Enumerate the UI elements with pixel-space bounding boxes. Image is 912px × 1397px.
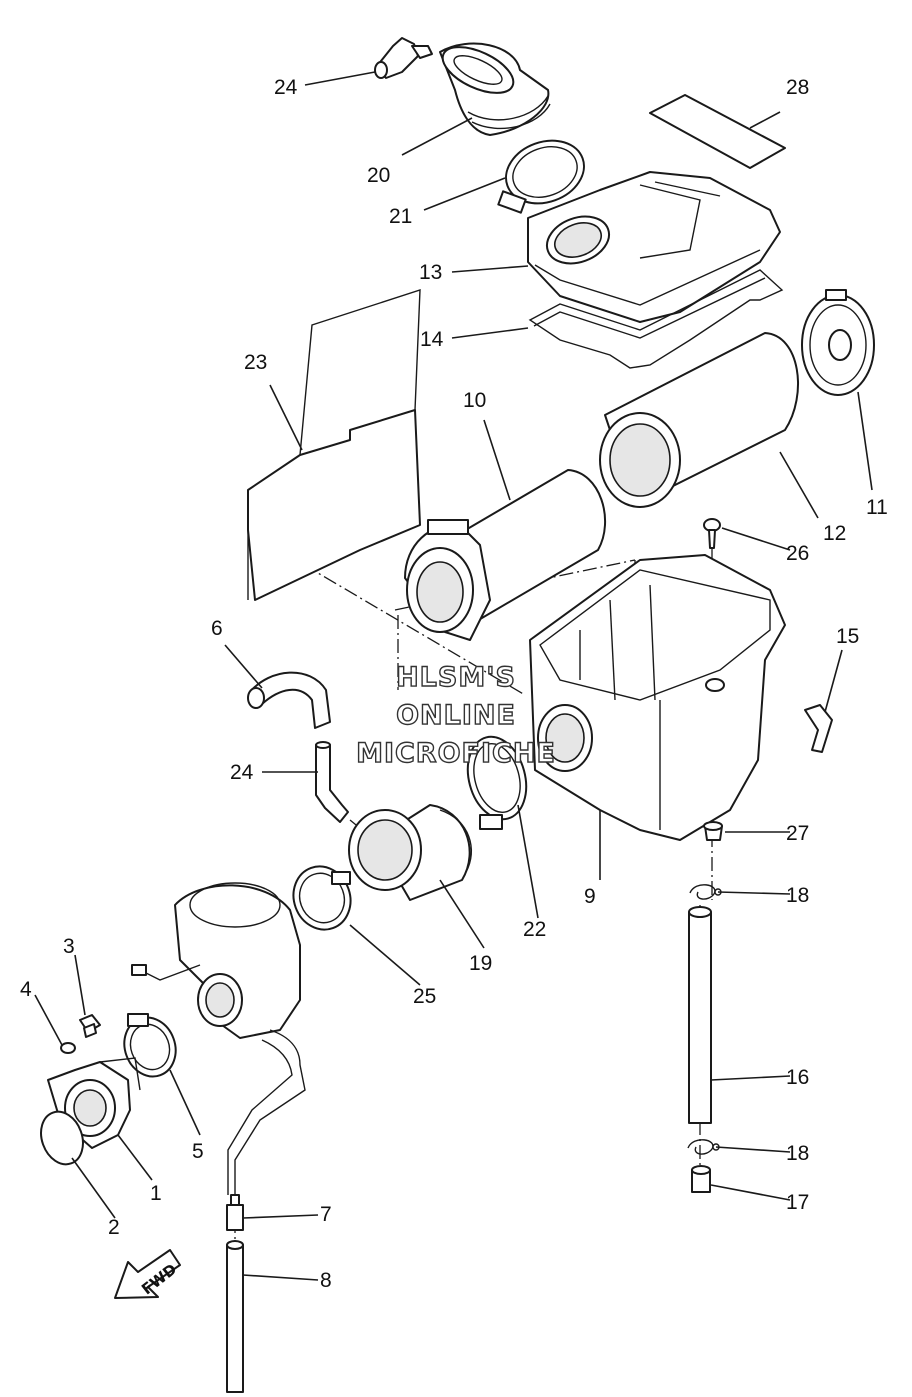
callout-20: 20 [367, 164, 390, 187]
part-11-end-cap [801, 289, 875, 396]
part-6-breather-hose [247, 671, 331, 729]
part-24-lower-elbow-hose [315, 741, 349, 823]
forward-direction-arrow: FWD [114, 1249, 181, 1299]
callout-17: 17 [786, 1191, 809, 1214]
callout-24-lower: 24 [230, 761, 254, 784]
part-27-drain-bolt [703, 821, 723, 841]
callout-3: 3 [63, 935, 75, 958]
part-3-screw [79, 1014, 101, 1038]
callout-15: 15 [836, 625, 859, 648]
callout-16: 16 [786, 1066, 809, 1089]
part-10-inner-filter-element [404, 469, 607, 641]
callout-24-top: 24 [274, 76, 298, 99]
part-28-label [649, 94, 786, 169]
callout-2: 2 [108, 1216, 120, 1239]
callout-7: 7 [320, 1203, 332, 1226]
callout-14: 14 [420, 328, 444, 351]
part-15-clip [804, 704, 833, 753]
callout-11: 11 [866, 496, 888, 519]
part-25-clamp [292, 865, 352, 931]
callout-12: 12 [823, 522, 846, 545]
part-16-drain-hose [688, 906, 712, 1124]
callout-19: 19 [469, 952, 492, 975]
part-20-intake-duct [439, 42, 551, 136]
part-22-clamp [466, 735, 528, 830]
part-21-clamp [497, 139, 585, 214]
callout-25: 25 [413, 985, 436, 1008]
part-5-clamp [123, 1013, 177, 1078]
callout-1: 1 [150, 1182, 162, 1205]
callout-4: 4 [20, 978, 32, 1001]
callout-18-lower: 18 [786, 1142, 809, 1165]
callout-9: 9 [584, 885, 596, 908]
part-8-drain-hose [226, 1240, 244, 1393]
callout-28: 28 [786, 76, 809, 99]
part-12-outer-filter-element [599, 332, 799, 508]
callout-5: 5 [192, 1140, 204, 1163]
callout-26: 26 [786, 542, 809, 565]
callout-10: 10 [463, 389, 486, 412]
part-13-airbox-cover [527, 171, 781, 323]
watermark-line-1: HLSM'S [396, 662, 516, 693]
callout-numbers: 24 28 20 21 13 14 23 10 11 12 26 15 6 24… [20, 76, 888, 1292]
part-9-airbox-case [529, 554, 786, 841]
part-2-o-ring [40, 1110, 84, 1166]
callout-22: 22 [523, 918, 546, 941]
part-17-drain-plug [691, 1165, 711, 1193]
part-24-upper-elbow-hose [374, 37, 433, 79]
part-19-carburetor-joint [348, 804, 473, 901]
part-18-lower-hose-clip [687, 1139, 720, 1155]
part-7-hose-joint [226, 1194, 244, 1231]
part-23-shield [247, 289, 421, 601]
callout-23: 23 [244, 351, 267, 374]
callout-8: 8 [320, 1269, 332, 1292]
part-14-gasket [528, 269, 784, 369]
part-18-upper-hose-clip [689, 884, 722, 900]
watermark-line-3: MICROFICHE [356, 738, 556, 769]
callout-18-upper: 18 [786, 884, 809, 907]
watermark: HLSM'S ONLINE MICROFICHE [355, 661, 556, 769]
callout-13: 13 [419, 261, 442, 284]
part-26-screw [703, 518, 721, 549]
callout-27: 27 [786, 822, 809, 845]
part-4-washer [60, 1042, 76, 1054]
leader-lines [34, 71, 873, 1281]
callout-21: 21 [389, 205, 412, 228]
carburetor [131, 882, 306, 1195]
watermark-line-2: ONLINE [396, 700, 516, 731]
callout-6: 6 [211, 617, 223, 640]
